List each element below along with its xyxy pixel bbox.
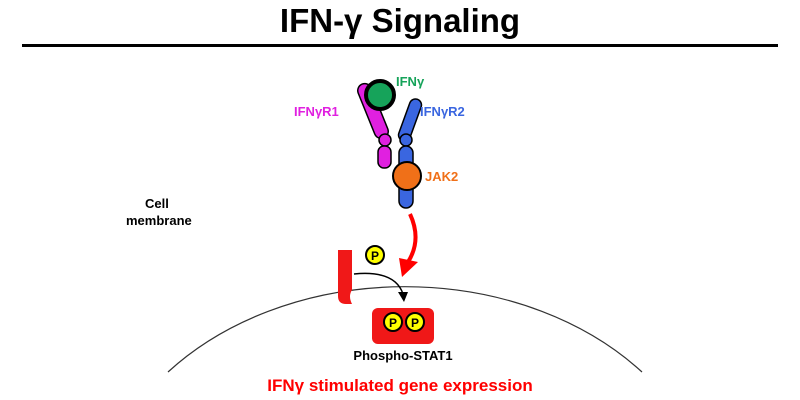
phosphate-left-label: P <box>389 316 397 330</box>
phospho-stat1-label: Phospho-STAT1 <box>353 348 452 363</box>
page-title: IFN-γ Signaling <box>279 2 521 39</box>
title-underline <box>22 44 778 47</box>
phosphate-free-label: P <box>371 249 379 263</box>
cell-membrane <box>167 286 643 373</box>
stat1-monomer <box>338 250 352 304</box>
jak2-kinase <box>392 161 422 191</box>
cell-membrane-label-line1: Cell <box>145 196 169 211</box>
phosphate-right-label: P <box>411 316 419 330</box>
phosphorylation-arrow <box>353 272 404 295</box>
phospho-stat1-dimer <box>372 308 434 344</box>
phosphate-free <box>365 245 385 265</box>
cell-membrane-label-line2: membrane <box>126 213 192 228</box>
ifngr1-label: IFNγR1 <box>294 104 339 119</box>
activation-arrowhead <box>399 258 418 277</box>
ifng-ligand <box>364 79 396 111</box>
gene-expression-label: IFNγ stimulated gene expression <box>267 376 533 395</box>
ifng-label: IFNγ <box>396 74 425 89</box>
phosphorylation-arrowhead <box>398 292 408 302</box>
activation-arrow <box>406 213 418 264</box>
ifngr2-label: IFNγR2 <box>420 104 465 119</box>
jak2-label: JAK2 <box>425 169 458 184</box>
